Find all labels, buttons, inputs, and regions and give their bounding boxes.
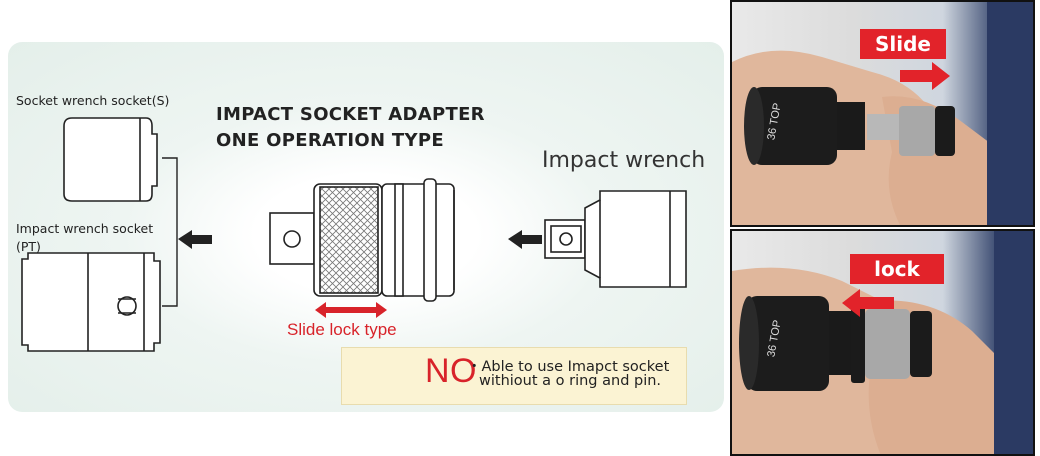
socket-s-icon	[63, 117, 158, 202]
photo-slide: 36 TOP Slide	[730, 0, 1035, 227]
impact-socket-label: Impact wrench socket	[16, 221, 154, 236]
impact-wrench-label: Impact wrench	[542, 148, 706, 173]
socket-s-label: Socket wrench socket(S)	[16, 93, 170, 108]
impact-socket-adapter-icon	[269, 178, 455, 302]
lock-label: lock	[850, 254, 944, 284]
title-line-1: IMPACT SOCKET ADAPTER	[216, 104, 485, 125]
socket-bracket	[162, 157, 178, 307]
impact-socket-label-pt: (PT)	[16, 239, 41, 254]
slide-double-arrow-icon	[315, 302, 387, 318]
slide-label: Slide	[860, 29, 946, 59]
photo-slide-illustration: 36 TOP	[732, 2, 1033, 225]
no-label: NO	[425, 352, 477, 390]
arrow-left-icon-2	[508, 230, 542, 249]
photo-lock-illustration: 36 TOP	[732, 231, 1033, 454]
arrow-left-icon	[178, 230, 212, 249]
slide-lock-type-label: Slide lock type	[287, 320, 397, 339]
impact-socket-pt-icon	[21, 252, 161, 352]
photo-lock: 36 TOP lock	[730, 229, 1035, 456]
no-note-line-1: ・Able to use Imapct socket	[467, 359, 670, 375]
impact-wrench-icon	[544, 190, 687, 288]
title-line-2: ONE OPERATION TYPE	[216, 130, 444, 151]
no-note-line-2: withiout a o ring and pin.	[479, 373, 662, 389]
no-notice-box	[341, 347, 687, 405]
